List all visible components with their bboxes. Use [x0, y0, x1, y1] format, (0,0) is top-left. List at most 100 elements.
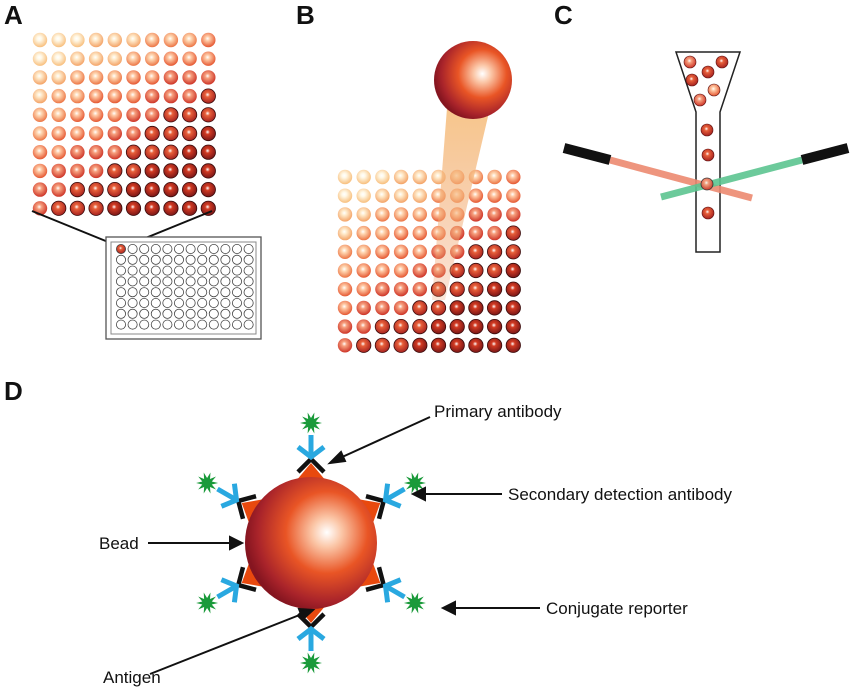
- bead: [163, 182, 179, 198]
- well: [116, 276, 127, 287]
- well: [127, 287, 138, 298]
- bead: [412, 188, 427, 203]
- bead: [468, 207, 484, 222]
- well: [243, 243, 254, 254]
- bead: [374, 337, 390, 353]
- well: [220, 308, 231, 319]
- bead: [412, 337, 428, 353]
- bead: [145, 107, 160, 123]
- bead: [88, 32, 104, 48]
- well: [162, 254, 173, 265]
- label-bead: Bead: [99, 534, 139, 553]
- well: [220, 254, 231, 265]
- bead: [356, 225, 371, 241]
- bead: [88, 126, 104, 141]
- well: [162, 243, 173, 254]
- bead: [245, 477, 377, 609]
- secondary-antibody-stem: [385, 486, 406, 502]
- bead: [356, 207, 371, 222]
- bead: [163, 200, 179, 216]
- bead: [412, 318, 428, 335]
- bead: [412, 169, 427, 185]
- well: [162, 276, 173, 287]
- bead: [201, 32, 216, 48]
- bead: [126, 51, 141, 66]
- bead: [51, 107, 66, 123]
- detection-beam: [432, 108, 490, 300]
- callout-arrows: [148, 416, 540, 675]
- conjugate-reporter: [196, 472, 219, 494]
- flow-bead: [701, 65, 715, 79]
- bead-array-b: [337, 169, 521, 353]
- well: [185, 319, 196, 330]
- bead: [32, 182, 48, 197]
- bead: [88, 70, 104, 85]
- bead: [70, 163, 85, 179]
- well: [197, 265, 208, 276]
- well: [220, 287, 231, 298]
- well: [185, 297, 196, 308]
- bead: [70, 70, 85, 85]
- bead: [449, 337, 465, 353]
- red-laser-beam: [609, 156, 753, 202]
- bead: [182, 88, 197, 104]
- interrogated-bead: [700, 177, 714, 191]
- well: [139, 254, 150, 265]
- well: [185, 287, 196, 298]
- bead: [393, 188, 409, 203]
- bead: [468, 225, 484, 241]
- microplate-wells: [116, 243, 254, 330]
- bead: [163, 107, 179, 123]
- bead: [337, 263, 353, 278]
- bead: [337, 207, 353, 222]
- bead: [144, 200, 160, 216]
- bead-arrowhead: [229, 535, 245, 551]
- bead: [107, 88, 123, 104]
- bead: [32, 51, 48, 66]
- bead: [70, 126, 85, 141]
- bead: [393, 169, 409, 185]
- bead: [505, 300, 521, 316]
- well: [139, 276, 150, 287]
- bead: [487, 225, 502, 241]
- conjugate-reporter-arrowhead: [440, 600, 456, 616]
- well: [231, 243, 242, 254]
- bead: [356, 263, 371, 278]
- bead: [125, 163, 142, 179]
- well: [162, 265, 173, 276]
- secondary-antibody-arms: [382, 577, 402, 603]
- bead: [337, 244, 353, 259]
- well: [150, 319, 161, 330]
- bead: [163, 88, 179, 104]
- bead: [393, 318, 409, 335]
- bead: [375, 169, 390, 185]
- well: [197, 254, 208, 265]
- bead: [163, 70, 179, 85]
- bead: [69, 182, 86, 198]
- bead: [88, 200, 104, 216]
- bead: [200, 107, 216, 123]
- well: [208, 297, 219, 308]
- secondary-antibody-arms: [296, 445, 326, 461]
- well: [185, 308, 196, 319]
- bead: [412, 300, 428, 316]
- bead: [412, 225, 427, 241]
- well: [139, 297, 150, 308]
- well: [116, 265, 127, 276]
- bead: [468, 318, 484, 335]
- label-secondary-antibody: Secondary detection antibody: [508, 485, 732, 504]
- well: [243, 308, 254, 319]
- bead: [468, 300, 484, 316]
- bead: [375, 244, 390, 259]
- panel-a: [31, 32, 262, 340]
- flow-bead: [700, 123, 714, 137]
- well: [208, 254, 219, 265]
- bead: [374, 318, 390, 335]
- well: [243, 265, 254, 276]
- bead: [32, 163, 48, 179]
- well: [197, 287, 208, 298]
- bead: [468, 188, 484, 203]
- bead: [107, 126, 123, 141]
- bead: [430, 318, 447, 335]
